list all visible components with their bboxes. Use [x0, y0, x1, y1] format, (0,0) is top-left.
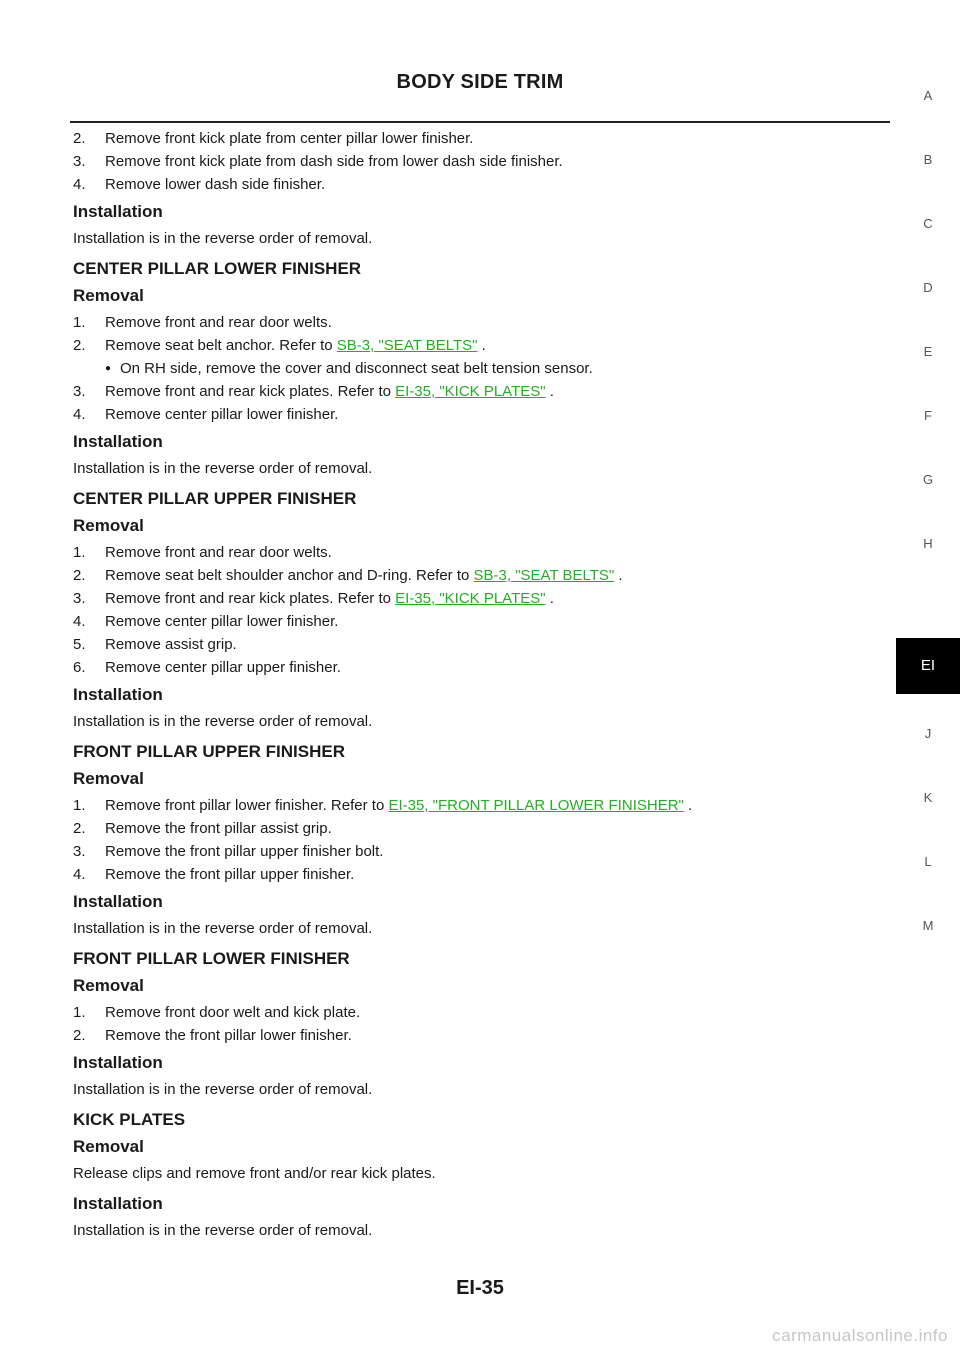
section-title-center-pillar-upper: CENTER PILLAR UPPER FINISHER [73, 489, 357, 508]
section-tab-a[interactable]: A [923, 88, 933, 103]
list-item: 2.Remove seat belt anchor. Refer to SB-3… [73, 337, 486, 354]
link-ei-35-kick-plates[interactable]: EI-35, "KICK PLATES" [395, 383, 546, 400]
section-tab-b[interactable]: B [923, 152, 933, 167]
list-item: 2.Remove front kick plate from center pi… [73, 130, 474, 147]
link-ei-35-front-pillar-lower-finisher[interactable]: EI-35, "FRONT PILLAR LOWER FINISHER" [388, 797, 684, 814]
section-tab-h[interactable]: H [923, 536, 933, 551]
bullet-item: ●On RH side, remove the cover and discon… [73, 357, 863, 380]
installation-heading: Installation [73, 892, 163, 911]
list-item: 1.Remove front and rear door welts. [73, 544, 332, 561]
section-title-center-pillar-lower: CENTER PILLAR LOWER FINISHER [73, 259, 362, 278]
section-tab-d[interactable]: D [923, 280, 933, 295]
section-tab-ei-active[interactable]: EI [896, 638, 960, 694]
removal-heading: Removal [73, 516, 144, 535]
installation-text: Installation is in the reverse order of … [73, 920, 373, 937]
list-item: 4.Remove the front pillar upper finisher… [73, 866, 355, 883]
installation-heading: Installation [73, 1194, 163, 1213]
list-item: 1.Remove front and rear door welts. [73, 314, 332, 331]
installation-heading: Installation [73, 685, 163, 704]
list-item: 2.Remove the front pillar lower finisher… [73, 1027, 352, 1044]
section-tab-g[interactable]: G [922, 472, 934, 487]
list-item: 3.Remove front kick plate from dash side… [73, 153, 563, 170]
removal-text: Release clips and remove front and/or re… [73, 1165, 436, 1182]
link-sb-3-seat-belts[interactable]: SB-3, "SEAT BELTS" [473, 567, 615, 584]
installation-text: Installation is in the reverse order of … [73, 460, 373, 477]
link-ei-35-kick-plates[interactable]: EI-35, "KICK PLATES" [395, 590, 546, 607]
header-divider [70, 121, 890, 123]
list-item: 4.Remove center pillar lower finisher. [73, 613, 339, 630]
list-item: 1.Remove front pillar lower finisher. Re… [73, 797, 693, 814]
installation-heading: Installation [73, 432, 163, 451]
installation-heading: Installation [73, 202, 163, 221]
removal-heading: Removal [73, 1137, 144, 1156]
installation-text: Installation is in the reverse order of … [73, 230, 373, 247]
list-item: 2.Remove seat belt shoulder anchor and D… [73, 567, 623, 584]
removal-heading: Removal [73, 286, 144, 305]
list-item: 3.Remove front and rear kick plates. Ref… [73, 383, 554, 400]
installation-text: Installation is in the reverse order of … [73, 1222, 373, 1239]
removal-heading: Removal [73, 976, 144, 995]
section-title-front-pillar-lower: FRONT PILLAR LOWER FINISHER [73, 949, 350, 968]
list-item: 2.Remove the front pillar assist grip. [73, 820, 332, 837]
section-tab-k[interactable]: K [923, 790, 933, 805]
installation-text: Installation is in the reverse order of … [73, 713, 373, 730]
section-tab-l[interactable]: L [924, 854, 932, 869]
installation-text: Installation is in the reverse order of … [73, 1081, 373, 1098]
list-item: 3.Remove front and rear kick plates. Ref… [73, 590, 554, 607]
section-tab-c[interactable]: C [923, 216, 933, 231]
section-tab-e[interactable]: E [923, 344, 933, 359]
list-item: 5.Remove assist grip. [73, 636, 237, 653]
section-tab-j[interactable]: J [924, 726, 932, 741]
section-tab-m[interactable]: M [922, 918, 934, 933]
removal-heading: Removal [73, 769, 144, 788]
link-sb-3-seat-belts[interactable]: SB-3, "SEAT BELTS" [336, 337, 478, 354]
page-number: EI-35 [456, 1277, 504, 1299]
list-item: 3.Remove the front pillar upper finisher… [73, 843, 384, 860]
main-content: 2.Remove front kick plate from center pi… [73, 127, 863, 1250]
list-item: 6.Remove center pillar upper finisher. [73, 659, 341, 676]
installation-heading: Installation [73, 1053, 163, 1072]
bullet-icon: ● [105, 363, 112, 374]
page-title: BODY SIDE TRIM [396, 71, 564, 93]
watermark: carmanualsonline.info [772, 1326, 948, 1345]
section-tab-f[interactable]: F [924, 408, 932, 423]
section-title-front-pillar-upper: FRONT PILLAR UPPER FINISHER [73, 742, 346, 761]
list-item: 4.Remove lower dash side finisher. [73, 176, 326, 193]
section-title-kick-plates: KICK PLATES [73, 1110, 186, 1129]
list-item: 4.Remove center pillar lower finisher. [73, 406, 339, 423]
list-item: 1.Remove front door welt and kick plate. [73, 1004, 361, 1021]
